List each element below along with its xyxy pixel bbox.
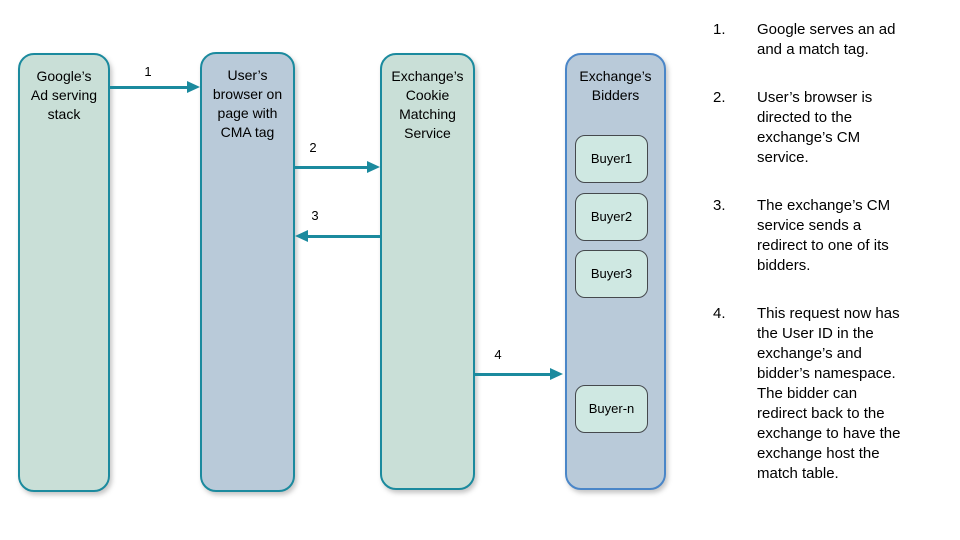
buyer-box-1: Buyer1 <box>575 135 648 183</box>
node-cookie-matching-service-title: Exchange’s Cookie Matching Service <box>391 68 464 141</box>
note-item-3: 3. The exchange’s CM service sends a red… <box>713 196 948 276</box>
buyer-box-3: Buyer3 <box>575 250 648 298</box>
arrowhead-right-icon <box>367 161 380 173</box>
buyer-box-2: Buyer2 <box>575 193 648 241</box>
note-number: 2. <box>713 89 726 106</box>
notes-panel: 1. Google serves an ad and a match tag. … <box>713 20 948 512</box>
node-user-browser-title: User’s browser on page with CMA tag <box>212 67 283 140</box>
arrow-shaft <box>110 85 189 89</box>
note-number: 4. <box>713 305 726 322</box>
arrow-shaft <box>295 165 369 169</box>
arrow-1-label: 1 <box>144 64 152 79</box>
node-google-ad-stack: Google’s Ad serving stack <box>18 53 110 492</box>
arrow-1-google-to-browser <box>110 81 200 93</box>
arrow-shaft <box>306 234 380 238</box>
node-cookie-matching-service: Exchange’s Cookie Matching Service <box>380 53 475 490</box>
arrow-3-cm-to-browser <box>295 230 380 242</box>
arrowhead-right-icon <box>550 368 563 380</box>
arrow-4-label: 4 <box>494 347 502 362</box>
note-item-1: 1. Google serves an ad and a match tag. <box>713 20 948 60</box>
arrowhead-right-icon <box>187 81 200 93</box>
node-exchange-bidders: Exchange’s Bidders Buyer1 Buyer2 Buyer3 … <box>565 53 666 490</box>
node-google-ad-stack-title: Google’s Ad serving stack <box>30 68 98 122</box>
node-user-browser: User’s browser on page with CMA tag <box>200 52 295 492</box>
note-item-2: 2. User’s browser is directed to the exc… <box>713 88 948 168</box>
note-text: User’s browser is directed to the exchan… <box>757 89 873 166</box>
note-text: Google serves an ad and a match tag. <box>757 21 896 58</box>
note-number: 3. <box>713 197 726 214</box>
arrowhead-left-icon <box>295 230 308 242</box>
arrow-4-cm-to-bidders <box>475 368 563 380</box>
note-text: The exchange’s CM service sends a redire… <box>757 197 891 274</box>
note-text: This request now has the User ID in the … <box>757 305 901 482</box>
arrow-3-label: 3 <box>311 208 319 223</box>
arrow-shaft <box>475 372 552 376</box>
node-exchange-bidders-title: Exchange’s Bidders <box>579 68 652 103</box>
arrow-2-label: 2 <box>309 140 317 155</box>
note-number: 1. <box>713 21 726 38</box>
buyer-box-n: Buyer-n <box>575 385 648 433</box>
note-item-4: 4. This request now has the User ID in t… <box>713 304 948 484</box>
arrow-2-browser-to-cm <box>295 161 380 173</box>
